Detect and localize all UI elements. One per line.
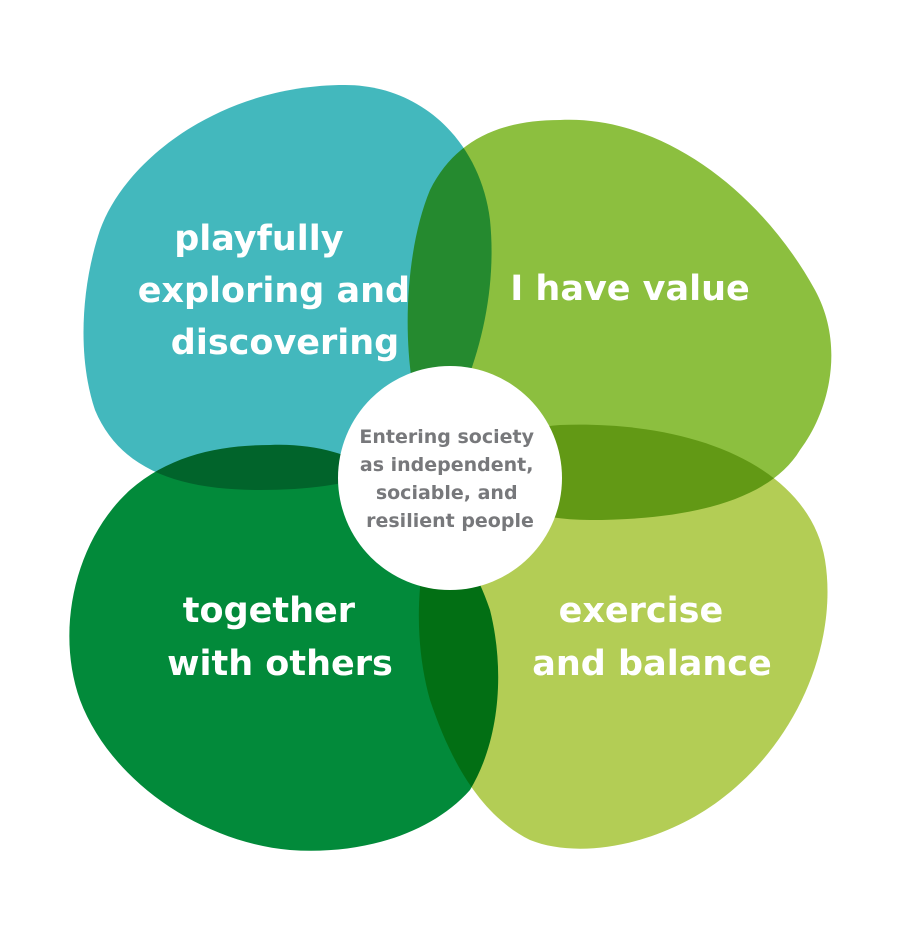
petal-label-line: exercise: [559, 591, 724, 631]
petal-label-line: discovering: [171, 323, 399, 363]
petal-label-bottom-right: exercise and balance: [532, 591, 771, 684]
petal-label-top-left: playfully exploring and discovering: [138, 219, 423, 363]
petal-label-line: playfully: [174, 219, 344, 259]
center-circle: [338, 366, 562, 590]
center-label-line: sociable, and: [376, 482, 518, 504]
center-label: Entering society as independent, sociabl…: [359, 426, 540, 532]
center-label-line: Entering society: [359, 426, 534, 448]
petal-label-line: I have value: [510, 269, 750, 309]
petal-label-line: and balance: [532, 644, 771, 684]
petal-label-line: together: [183, 591, 356, 631]
petal-label-line: with others: [167, 644, 393, 684]
petal-label-line: exploring and: [138, 271, 410, 311]
center-label-line: resilient people: [366, 510, 534, 532]
petal-label-bottom-left: together with others: [167, 591, 393, 684]
petal-label-top-right: I have value: [510, 269, 750, 309]
center-label-line: as independent,: [360, 454, 534, 476]
